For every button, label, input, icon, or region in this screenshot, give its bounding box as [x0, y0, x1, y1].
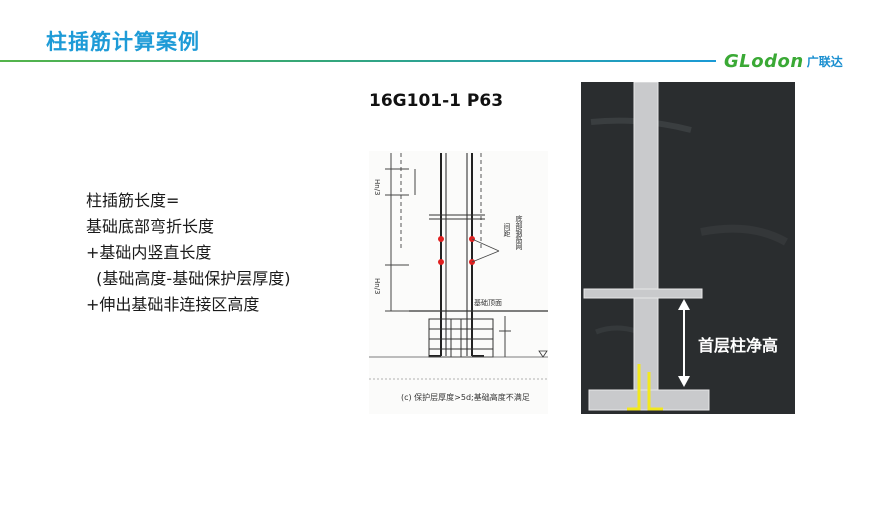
logo-latin-text: GLodon: [724, 50, 804, 72]
clear-height-label: 首层柱净高: [698, 336, 778, 355]
formula-text-block: 柱插筋长度= 基础底部弯折长度 +基础内竖直长度 (基础高度-基础保护层厚度) …: [86, 188, 290, 318]
formula-line: (基础高度-基础保护层厚度): [86, 269, 291, 288]
standard-reference-label: 16G101-1 P63: [369, 91, 504, 111]
slide-title: 柱插筋计算案例: [46, 30, 200, 54]
drawing-side-text: 基础顶面: [474, 298, 502, 307]
formula-line: 基础底部弯折长度: [86, 217, 215, 236]
glodon-logo: GLodon 广联达: [724, 50, 843, 72]
svg-text:Hn/3: Hn/3: [373, 278, 381, 295]
formula-line: +伸出基础非连接区高度: [86, 295, 260, 314]
logo-chinese-text: 广联达: [806, 54, 843, 69]
drawing-annotation: 间距: [503, 223, 511, 237]
formula-line: +基础内竖直长度: [86, 243, 212, 262]
drawing-annotation: 底部钢筋网: [515, 214, 523, 251]
header-divider: [0, 60, 716, 62]
column-rebar-illustration: 首层柱净高: [581, 81, 795, 414]
svg-text:Hn/3: Hn/3: [373, 179, 381, 196]
drawing-caption: (c) 保护层厚度>5d;基础高度不满足: [401, 392, 530, 402]
standard-detail-drawing: Hn/3 Hn/3 间距 底部钢筋网 基础顶面 (c) 保护层厚度>5d;基础高…: [369, 151, 548, 414]
formula-line: 柱插筋长度=: [86, 191, 180, 210]
